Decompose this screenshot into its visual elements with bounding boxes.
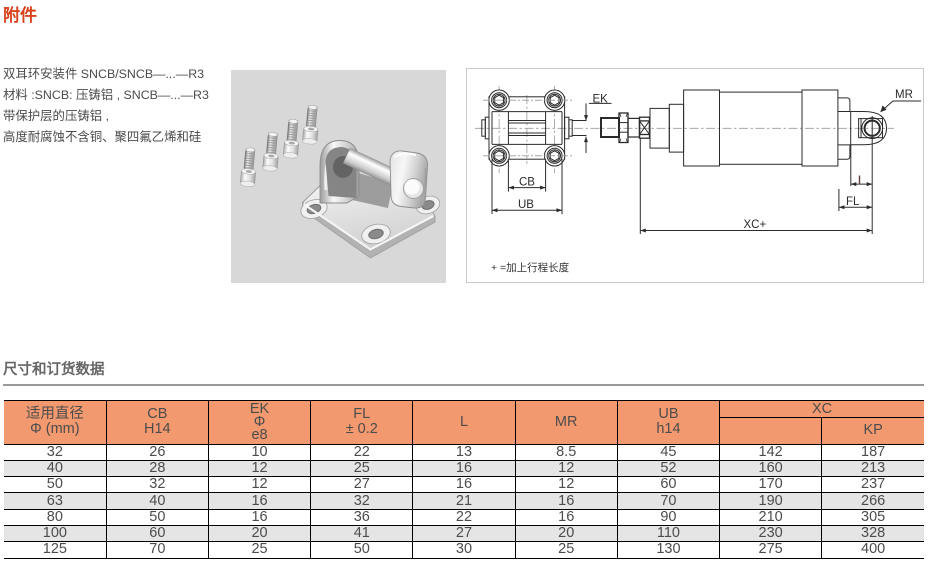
svg-text:UB: UB: [518, 199, 534, 211]
svg-text:CB: CB: [519, 177, 535, 189]
svg-text:MR: MR: [895, 89, 913, 101]
svg-text:XC+: XC+: [744, 219, 767, 231]
svg-text:+ =加上行程长度: + =加上行程长度: [491, 261, 570, 274]
svg-text:FL: FL: [846, 196, 860, 208]
svg-text:EK: EK: [593, 94, 609, 106]
